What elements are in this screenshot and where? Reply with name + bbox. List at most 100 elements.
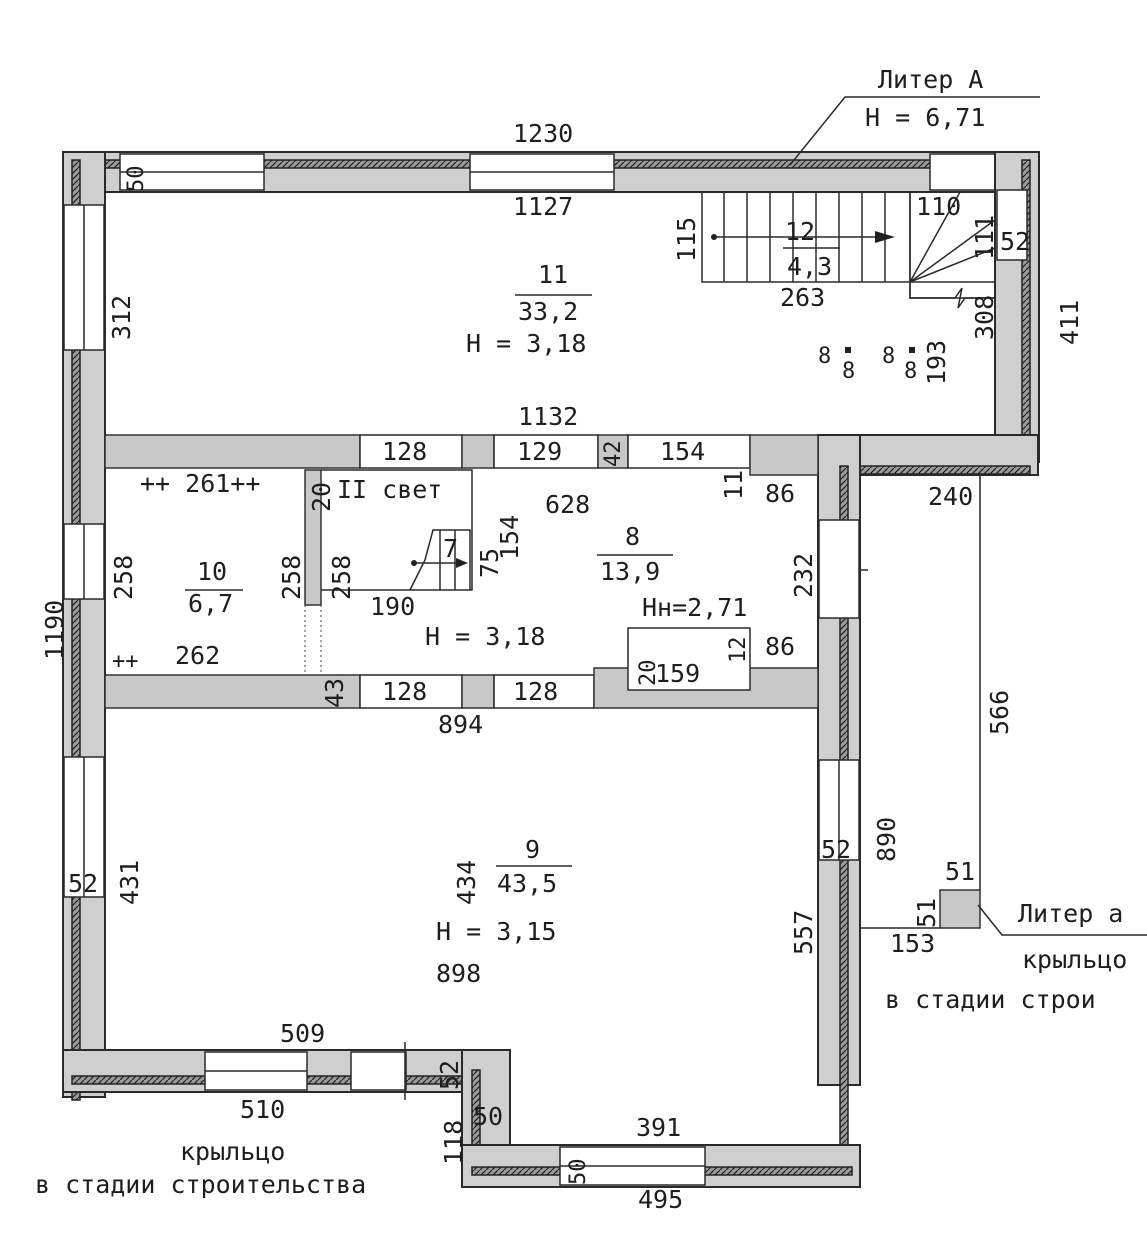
dim-50-b: 50 <box>473 1102 503 1131</box>
dim-312: 312 <box>107 295 136 340</box>
room-12-number: 12 <box>785 217 815 246</box>
dim-1132: 1132 <box>518 402 578 431</box>
room-8-lower-height: Hн=2,71 <box>642 593 747 622</box>
dim-51-b: 51 <box>912 898 941 928</box>
partition-upper-2 <box>461 434 495 469</box>
dim-154-a: 154 <box>660 437 705 466</box>
dim-86-a: 86 <box>765 479 795 508</box>
dim-510: 510 <box>240 1095 285 1124</box>
dim-20-a: 20 <box>307 482 336 512</box>
room-10-area: 6,7 <box>188 589 233 618</box>
partition-upper-4 <box>749 434 819 476</box>
partition-vertical <box>304 469 322 606</box>
dim-258-a: 258 <box>109 555 138 600</box>
second-light-label: II свет <box>337 475 442 504</box>
room-9-area: 43,5 <box>497 869 557 898</box>
dim-52-top: 52 <box>1000 227 1030 256</box>
dim-43: 43 <box>320 678 349 708</box>
column-1 <box>845 347 851 353</box>
porch-right-line1: крыльцо <box>1022 945 1127 974</box>
dim-50-top: 50 <box>124 166 149 193</box>
dim-128-b: 128 <box>382 677 427 706</box>
dim-128-c: 128 <box>513 677 558 706</box>
dim-193: 193 <box>922 340 951 385</box>
partition-lower-2 <box>461 674 495 709</box>
dim-110: 110 <box>916 192 961 221</box>
dim-434: 434 <box>452 860 481 905</box>
partition-upper-1 <box>104 434 361 469</box>
dim-8-d: 8 <box>904 359 917 384</box>
dim-566: 566 <box>985 690 1014 735</box>
door-upper-2 <box>493 434 599 469</box>
door-bottom <box>350 1051 407 1091</box>
leader-liter-a <box>977 904 1147 936</box>
dim-129: 129 <box>517 437 562 466</box>
liter-A-name: Литер А <box>878 65 983 94</box>
room-8-number: 8 <box>625 522 640 551</box>
dim-42: 42 <box>601 441 626 468</box>
dim-20-b: 20 <box>636 660 661 687</box>
dim-52-b: 52 <box>821 835 851 864</box>
dim-190: 190 <box>370 592 415 621</box>
dim-391: 391 <box>636 1113 681 1142</box>
dim-258-c: 258 <box>327 555 356 600</box>
room-11-height: H = 3,18 <box>466 329 586 358</box>
room-7-number: 7 <box>443 534 458 563</box>
dim-128-a: 128 <box>382 437 427 466</box>
liter-a-name: Литер а <box>1018 899 1123 928</box>
porch-right-line2: в стадии строи <box>885 985 1096 1014</box>
dim-115: 115 <box>672 217 701 262</box>
liter-A-height: H = 6,71 <box>865 103 985 132</box>
door-right <box>818 519 860 619</box>
dim-118: 118 <box>439 1120 468 1165</box>
dim-890: 890 <box>872 817 901 862</box>
dim-894: 894 <box>438 710 483 739</box>
dim-557: 557 <box>789 910 818 955</box>
room-9-number: 9 <box>525 835 540 864</box>
right-step-insulation <box>839 465 1031 475</box>
dim-8-a: 8 <box>818 344 831 369</box>
room-11-number: 11 <box>538 260 568 289</box>
stair-landing <box>909 191 996 299</box>
dim-898: 898 <box>436 959 481 988</box>
dim-308: 308 <box>970 295 999 340</box>
stair-7 <box>409 529 471 591</box>
room-8-area: 13,9 <box>600 557 660 586</box>
dim-12: 12 <box>726 637 751 664</box>
dim-159: 159 <box>655 659 700 688</box>
dim-111: 111 <box>970 215 999 260</box>
dim-50-c: 50 <box>566 1159 591 1186</box>
leader-liter-A <box>789 96 1040 166</box>
dim-261: ++ 261++ <box>140 469 260 498</box>
dim-86-b: 86 <box>765 632 795 661</box>
window-top-3 <box>929 153 1001 191</box>
room-11-area: 33,2 <box>518 297 578 326</box>
dim-154-b: 154 <box>495 515 524 560</box>
room-8-height: H = 3,18 <box>425 622 545 651</box>
door-lower-2 <box>493 674 595 709</box>
door-upper-1 <box>359 434 463 469</box>
dim-11: 11 <box>719 470 748 500</box>
dim-51-a: 51 <box>945 857 975 886</box>
dim-240: 240 <box>928 482 973 511</box>
porch-left-line2: в стадии строительства <box>35 1170 366 1199</box>
second-light-opening <box>321 469 473 591</box>
dim-495: 495 <box>638 1185 683 1214</box>
dim-1230: 1230 <box>513 119 573 148</box>
dim-232: 232 <box>789 553 818 598</box>
dim-262: 262 <box>175 641 220 670</box>
porch-right-post <box>939 889 981 929</box>
column-2 <box>909 347 915 353</box>
dim-628: 628 <box>545 490 590 519</box>
dim-431: 431 <box>115 860 144 905</box>
door-upper-3 <box>627 434 751 469</box>
room-10-number: 10 <box>197 557 227 586</box>
stair-12 <box>701 191 996 309</box>
niche-lower <box>627 627 751 691</box>
partition-upper-3 <box>597 434 629 469</box>
dim-153: 153 <box>890 929 935 958</box>
partition-lower-1 <box>104 674 361 709</box>
dim-411: 411 <box>1055 300 1084 345</box>
dim-8-c: 8 <box>882 344 895 369</box>
